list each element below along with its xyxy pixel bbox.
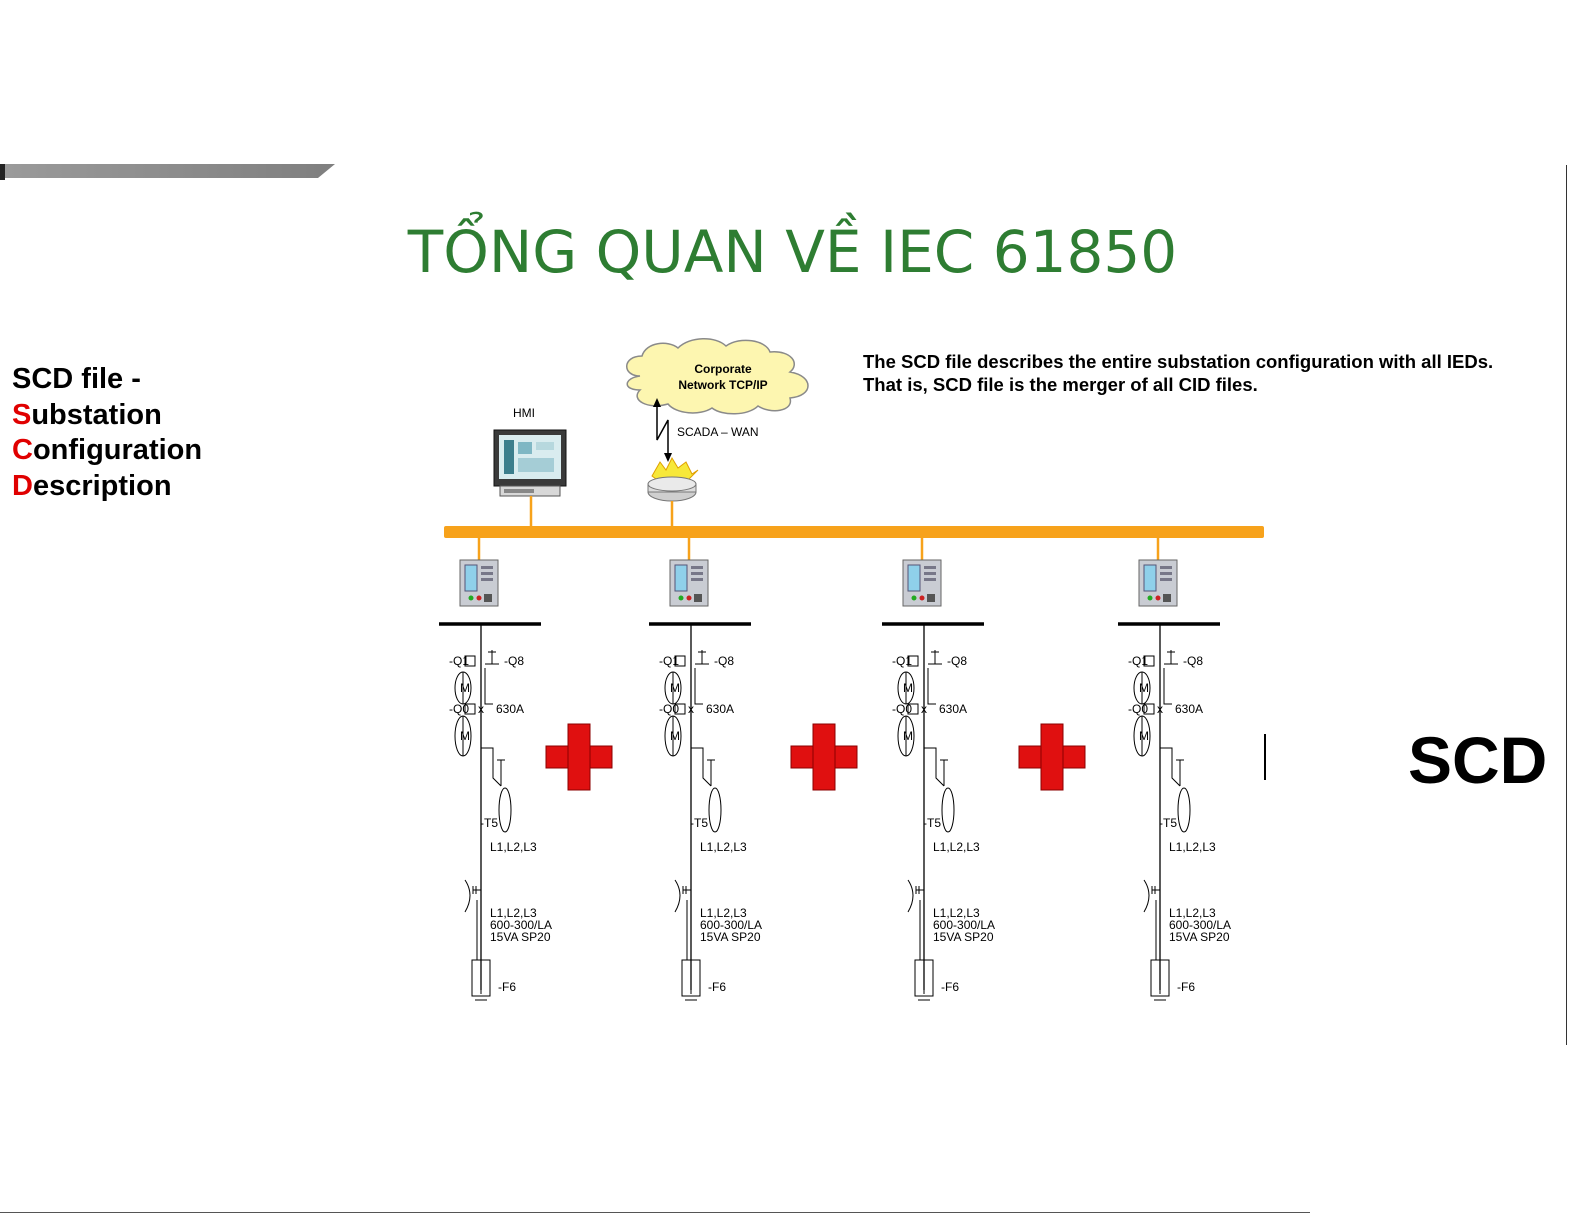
wan-label: SCADA – WAN xyxy=(677,425,759,439)
description: The SCD file describes the entire substa… xyxy=(863,350,1493,396)
scd-result-label: SCD xyxy=(1408,723,1548,797)
svg-text:L1,L2,L3: L1,L2,L3 xyxy=(933,840,980,854)
svg-text:-Q0: -Q0 xyxy=(1128,702,1148,716)
svg-text:x: x xyxy=(478,702,484,716)
svg-text:M: M xyxy=(1139,729,1149,743)
svg-text:-Q0: -Q0 xyxy=(449,702,469,716)
svg-text:-Q1: -Q1 xyxy=(659,654,679,668)
router-icon xyxy=(647,456,699,502)
svg-text:630A: 630A xyxy=(706,702,734,716)
svg-text:630A: 630A xyxy=(939,702,967,716)
hmi-monitor-icon: HMI xyxy=(493,406,567,497)
svg-text:M: M xyxy=(670,681,680,695)
svg-text:M: M xyxy=(903,681,913,695)
svg-text:x: x xyxy=(1157,702,1163,716)
description-line1: The SCD file describes the entire substa… xyxy=(863,351,1494,372)
side-title-line1: SCD file - xyxy=(12,363,141,395)
side-title-line2: Substation xyxy=(12,398,162,431)
svg-text:600-300/LA: 600-300/LA xyxy=(700,918,762,932)
svg-text:-F6: -F6 xyxy=(498,980,516,994)
svg-text:600-300/LA: 600-300/LA xyxy=(933,918,995,932)
plus-sign-2 xyxy=(790,723,858,791)
svg-text:15VA SP20: 15VA SP20 xyxy=(490,930,551,944)
ied-relay-icon xyxy=(459,559,499,607)
ied-relay-icon xyxy=(669,559,709,607)
scada-wan-link: SCADA – WAN xyxy=(653,398,759,462)
svg-text:-Q0: -Q0 xyxy=(659,702,679,716)
svg-text:L1,L2,L3: L1,L2,L3 xyxy=(490,906,537,920)
svg-text:-Q8: -Q8 xyxy=(714,654,734,668)
svg-text:-T5: -T5 xyxy=(690,816,708,830)
description-line2: That is, SCD file is the merger of all C… xyxy=(863,374,1258,395)
cloud-label-line1: Corporate xyxy=(694,362,752,376)
svg-text:-T5: -T5 xyxy=(1159,816,1177,830)
station-bus xyxy=(444,526,1264,538)
svg-text:15VA SP20: 15VA SP20 xyxy=(1169,930,1230,944)
slide-title: TỔNG QUAN VỀ IEC 61850 xyxy=(407,218,1178,286)
svg-text:x: x xyxy=(688,702,694,716)
svg-text:L1,L2,L3: L1,L2,L3 xyxy=(490,840,537,854)
svg-text:-Q1: -Q1 xyxy=(1128,654,1148,668)
svg-text:-T5: -T5 xyxy=(480,816,498,830)
svg-text:-Q1: -Q1 xyxy=(449,654,469,668)
svg-text:M: M xyxy=(903,729,913,743)
svg-text:-Q8: -Q8 xyxy=(1183,654,1203,668)
svg-text:L1,L2,L3: L1,L2,L3 xyxy=(1169,906,1216,920)
svg-text:-Q1: -Q1 xyxy=(892,654,912,668)
svg-text:L1,L2,L3: L1,L2,L3 xyxy=(933,906,980,920)
side-title: SCD file - Substation Configuration Desc… xyxy=(12,362,202,504)
ied-relay-icon xyxy=(1138,559,1178,607)
hmi-label: HMI xyxy=(513,406,535,420)
svg-text:15VA SP20: 15VA SP20 xyxy=(700,930,761,944)
plus-sign-1 xyxy=(545,723,613,791)
svg-text:L1,L2,L3: L1,L2,L3 xyxy=(700,840,747,854)
svg-text:-F6: -F6 xyxy=(941,980,959,994)
footer-line xyxy=(0,1212,1310,1213)
svg-text:M: M xyxy=(670,729,680,743)
svg-text:-F6: -F6 xyxy=(708,980,726,994)
svg-text:-Q8: -Q8 xyxy=(504,654,524,668)
svg-text:-Q8: -Q8 xyxy=(947,654,967,668)
svg-text:15VA SP20: 15VA SP20 xyxy=(933,930,994,944)
svg-text:600-300/LA: 600-300/LA xyxy=(490,918,552,932)
svg-text:M: M xyxy=(1139,681,1149,695)
svg-text:L1,L2,L3: L1,L2,L3 xyxy=(700,906,747,920)
side-title-line4: Description xyxy=(12,469,172,502)
svg-text:L1,L2,L3: L1,L2,L3 xyxy=(1169,840,1216,854)
corporate-network-cloud: Corporate Network TCP/IP xyxy=(626,338,809,415)
svg-text:630A: 630A xyxy=(496,702,524,716)
ied-relay-icon xyxy=(902,559,942,607)
header-decor-bar xyxy=(0,164,335,180)
svg-text:M: M xyxy=(460,681,470,695)
side-title-line3: Configuration xyxy=(12,434,203,466)
plus-sign-3 xyxy=(1018,723,1086,791)
cloud-label-line2: Network TCP/IP xyxy=(678,378,767,392)
svg-text:-Q0: -Q0 xyxy=(892,702,912,716)
svg-text:-T5: -T5 xyxy=(923,816,941,830)
svg-text:M: M xyxy=(460,729,470,743)
svg-text:-F6: -F6 xyxy=(1177,980,1195,994)
svg-text:630A: 630A xyxy=(1175,702,1203,716)
svg-text:x: x xyxy=(921,702,927,716)
right-edge-line xyxy=(1566,165,1567,1045)
svg-text:600-300/LA: 600-300/LA xyxy=(1169,918,1231,932)
